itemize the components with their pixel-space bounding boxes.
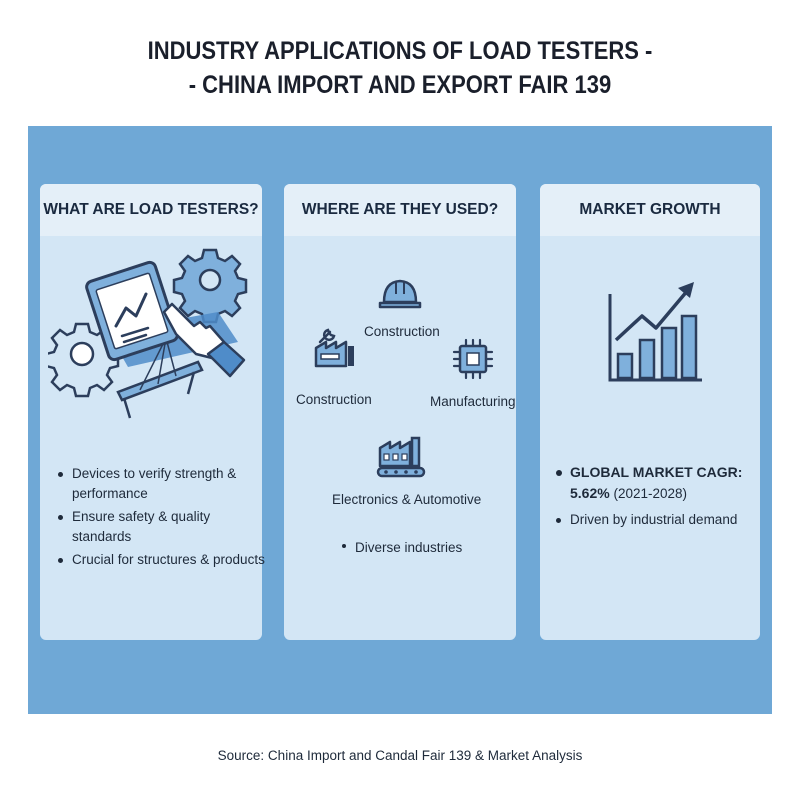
tablet-chart-icon — [85, 260, 179, 362]
where-bullet: Diverse industries — [342, 540, 462, 555]
list-item: Devices to verify strength & performance — [56, 464, 266, 504]
label-electronics-automotive: Electronics & Automotive — [332, 492, 482, 507]
title-line-1: INDUSTRY APPLICATIONS OF LOAD TESTERS - — [147, 37, 653, 65]
factory-conveyor-icon — [376, 436, 426, 478]
factory-wrench-icon — [314, 328, 354, 368]
growth-bullet-list: GLOBAL MARKET CAGR: 5.62% (2021-2028) Dr… — [554, 462, 754, 533]
label-construction-left: Construction — [296, 392, 372, 407]
card-market-growth: MARKET GROWTH GLOBAL MARKET CAGR: 5.62% … — [540, 184, 760, 640]
card-heading: MARKET GROWTH — [540, 184, 760, 236]
hard-hat-icon — [378, 279, 422, 309]
list-item: Crucial for structures & products — [56, 550, 266, 570]
label-construction-top: Construction — [364, 324, 440, 339]
cagr-value: 5.62% — [570, 485, 610, 501]
gear-icon — [48, 322, 120, 398]
what-bullet-list: Devices to verify strength & performance… — [56, 464, 266, 573]
source-caption: Source: China Import and Candal Fair 139… — [217, 748, 583, 763]
title-line-2: - CHINA IMPORT AND EXPORT FAIR 139 — [188, 71, 612, 99]
cagr-period: (2021-2028) — [613, 486, 688, 501]
cagr-label: GLOBAL MARKET CAGR: — [570, 464, 743, 480]
card-heading: WHERE ARE THEY USED? — [284, 184, 516, 236]
list-item: Driven by industrial demand — [554, 510, 754, 530]
card-heading: WHAT ARE LOAD TESTERS? — [40, 184, 262, 236]
hand-pointer-icon — [162, 302, 246, 378]
chip-icon — [452, 338, 494, 380]
card-where-are-they-used: WHERE ARE THEY USED? Construction Constr… — [284, 184, 516, 640]
list-item: Ensure safety & quality standards — [56, 507, 266, 547]
card-what-are-load-testers: WHAT ARE LOAD TESTERS? — [40, 184, 265, 640]
label-manufacturing: Manufacturing — [430, 394, 516, 409]
growth-chart-icon — [608, 282, 702, 382]
load-tester-illustration — [48, 248, 248, 419]
list-item: GLOBAL MARKET CAGR: 5.62% (2021-2028) — [554, 462, 754, 504]
bridge-icon — [116, 337, 204, 419]
page-title: INDUSTRY APPLICATIONS OF LOAD TESTERS - … — [48, 34, 752, 102]
gear-icon — [172, 248, 248, 324]
